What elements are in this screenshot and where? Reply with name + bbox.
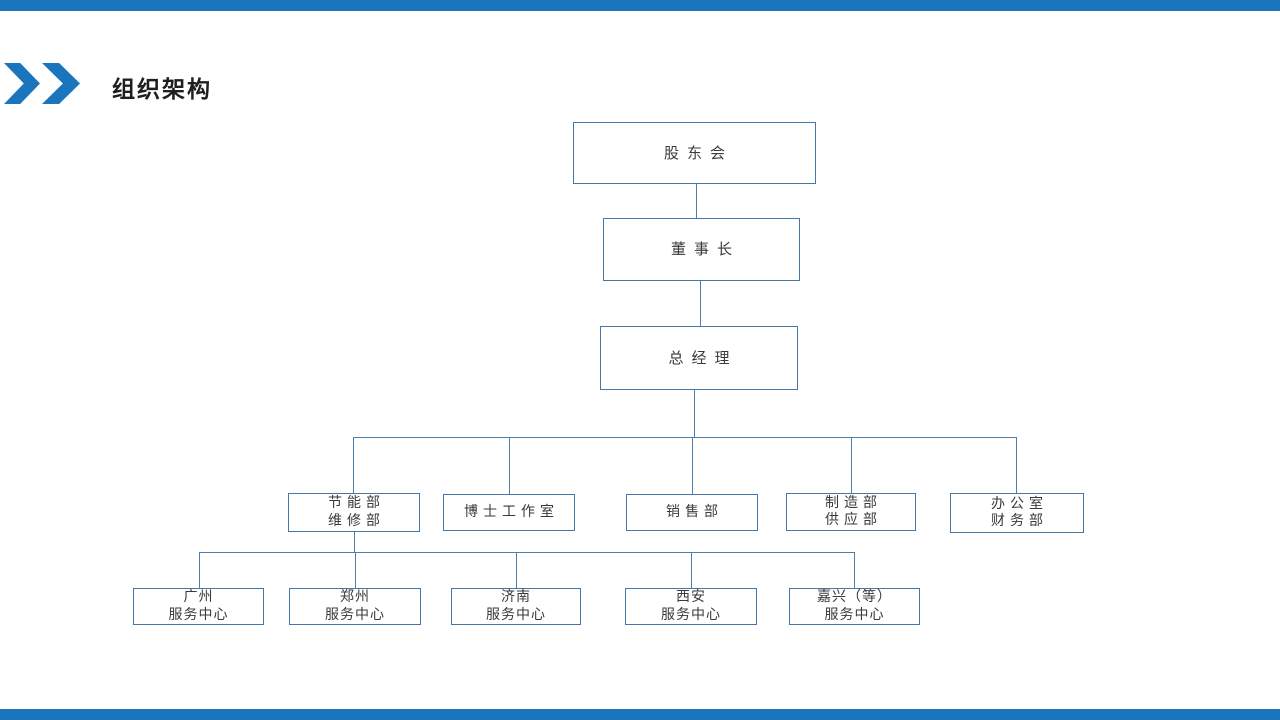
org-node-chairman: 董事长 [603, 218, 800, 281]
connector-line [696, 184, 697, 218]
top-accent-bar [0, 0, 1280, 11]
bottom-accent-bar [0, 709, 1280, 720]
chevron-right-icon [42, 63, 80, 104]
org-node-shareholders: 股东会 [573, 122, 816, 184]
org-node-label: 财务部 [991, 513, 1048, 529]
page-title: 组织架构 [112, 77, 212, 103]
org-node-label: 广州 [183, 589, 214, 605]
connector-line [509, 437, 510, 494]
connector-line [692, 437, 693, 494]
org-node-label: 服务中心 [168, 606, 229, 623]
connector-line [854, 552, 855, 588]
org-node-manufacturing-supply: 制造部 供应部 [786, 493, 916, 531]
org-node-jiaxing-center: 嘉兴（等） 服务中心 [789, 588, 920, 625]
org-node-energy-maintenance: 节能部 维修部 [288, 493, 420, 532]
connector-line [700, 281, 701, 326]
org-node-office-finance: 办公室 财务部 [950, 493, 1084, 533]
org-node-label: 服务中心 [486, 606, 546, 623]
connector-line [354, 532, 355, 552]
org-node-label: 服务中心 [325, 606, 385, 623]
org-node-label: 制造部 [825, 494, 882, 511]
connector-line [516, 552, 517, 588]
org-node-phd-studio: 博士工作室 [443, 494, 575, 531]
connector-line [1016, 437, 1017, 493]
connector-line [355, 552, 356, 588]
org-node-label: 济南 [501, 589, 531, 605]
connector-line [851, 437, 852, 493]
connector-line [353, 437, 1017, 438]
org-node-label: 股东会 [663, 143, 733, 162]
connector-line [353, 437, 354, 493]
org-node-label: 办公室 [991, 495, 1048, 512]
org-node-label: 服务中心 [824, 606, 885, 623]
connector-line [199, 552, 855, 553]
org-node-label: 郑州 [340, 589, 370, 605]
org-node-label: 服务中心 [661, 606, 721, 623]
org-node-general-manager: 总经理 [600, 326, 798, 390]
org-node-jinan-center: 济南 服务中心 [451, 588, 581, 625]
org-node-label: 节能部 [328, 495, 385, 511]
org-node-label: 供应部 [825, 512, 882, 528]
org-node-label: 总经理 [668, 348, 738, 367]
org-node-guangzhou-center: 广州 服务中心 [133, 588, 264, 625]
chevron-right-icon [4, 63, 40, 104]
org-node-label: 维修部 [328, 512, 385, 529]
org-node-label: 嘉兴（等） [817, 589, 892, 605]
connector-line [691, 552, 692, 588]
org-node-label: 销售部 [666, 503, 723, 520]
org-node-label: 董事长 [670, 240, 740, 259]
org-node-zhengzhou-center: 郑州 服务中心 [289, 588, 421, 625]
connector-line [199, 552, 200, 588]
connector-line [694, 390, 695, 437]
org-node-sales: 销售部 [626, 494, 758, 531]
org-node-xian-center: 西安 服务中心 [625, 588, 757, 625]
org-node-label: 西安 [676, 589, 706, 605]
org-node-label: 博士工作室 [464, 503, 559, 520]
